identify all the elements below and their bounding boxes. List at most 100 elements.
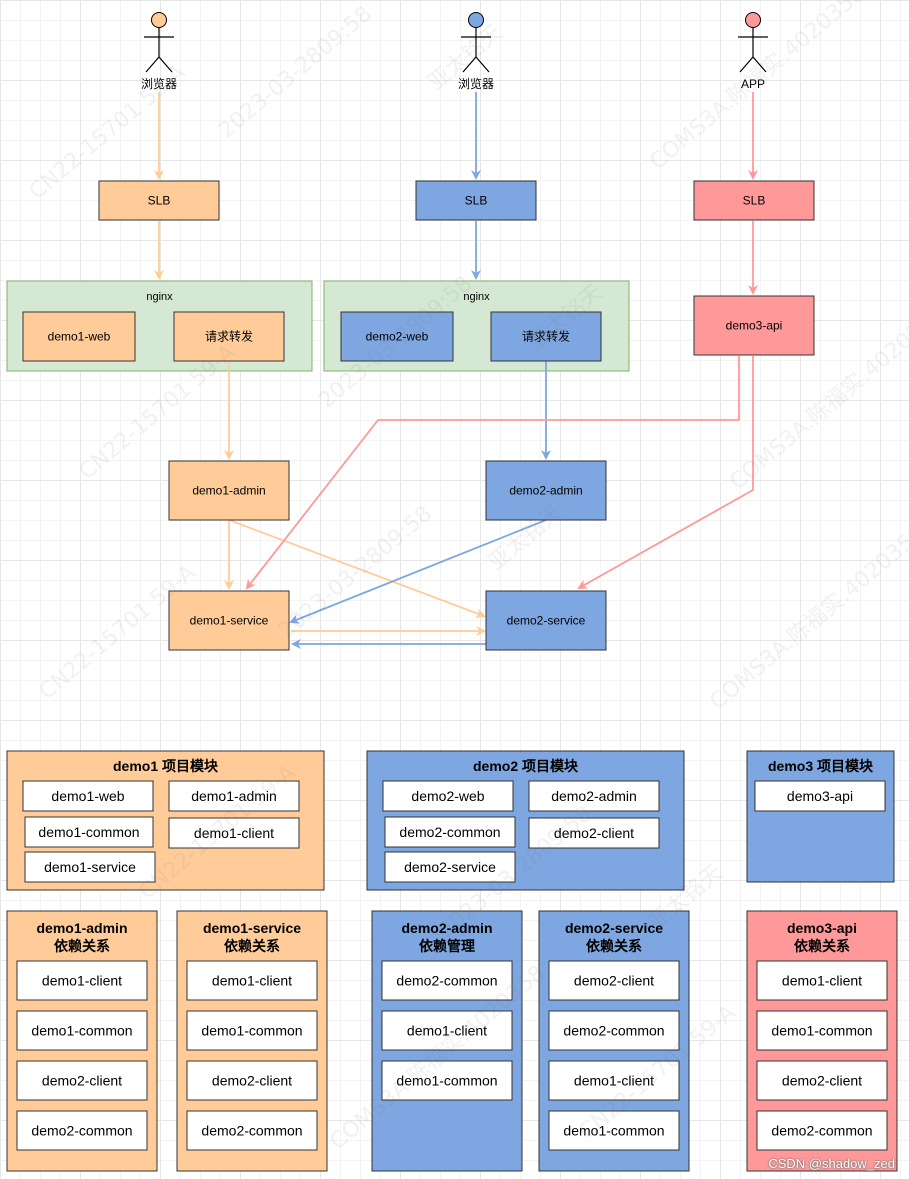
module-item: demo1-admin bbox=[168, 780, 300, 812]
dependency-subtitle: 依赖关系 bbox=[54, 938, 110, 954]
dependency-item: demo2-common bbox=[16, 1110, 148, 1151]
actor-label: APP bbox=[741, 77, 765, 91]
dependency-item-box bbox=[756, 1110, 888, 1151]
demo1-service-deps: demo1-service 依赖关系 demo1-client demo1-commo… bbox=[176, 910, 328, 1172]
module-item-label: demo2-common bbox=[399, 824, 500, 840]
module-item: demo2-web bbox=[382, 780, 514, 812]
actor-head-icon bbox=[745, 12, 761, 28]
actor-label: 浏览器 bbox=[458, 76, 494, 91]
dependency-item-box bbox=[16, 1010, 148, 1051]
dependency-item-box bbox=[548, 1110, 680, 1151]
module-title: demo2 项目模块 bbox=[473, 758, 579, 774]
demo1-service-node: demo1-service bbox=[168, 590, 290, 651]
dependency-title: demo3-api bbox=[787, 920, 857, 936]
node-box bbox=[415, 180, 537, 221]
dependency-item-box bbox=[381, 960, 513, 1001]
dependency-item-label: demo2-common bbox=[563, 1023, 664, 1039]
dependency-item-box bbox=[186, 960, 318, 1001]
module-item: demo2-client bbox=[528, 817, 660, 849]
node-label: 请求转发 bbox=[522, 329, 570, 344]
dependency-title: demo2-service bbox=[565, 920, 663, 936]
dependency-item-label: demo2-client bbox=[574, 973, 654, 989]
module-title: demo3 项目模块 bbox=[768, 758, 874, 774]
dependency-subtitle: 依赖关系 bbox=[224, 938, 280, 954]
node-label: demo1-service bbox=[190, 614, 269, 628]
actor-label: 浏览器 bbox=[141, 76, 177, 91]
node-label: demo1-admin bbox=[192, 484, 265, 498]
dependency-item: demo1-client bbox=[756, 960, 888, 1001]
actor-browser-1: 浏览器 bbox=[141, 12, 177, 91]
dependency-item-box bbox=[381, 1060, 513, 1101]
dependency-item: demo1-client bbox=[186, 960, 318, 1001]
module-item-box bbox=[22, 780, 154, 812]
module-item-box bbox=[528, 817, 660, 849]
module-item-box bbox=[754, 780, 886, 812]
actor-browser-2: 浏览器 bbox=[458, 12, 494, 91]
dependency-item-label: demo1-common bbox=[771, 1023, 872, 1039]
actor-leg-right bbox=[158, 56, 173, 73]
dependency-item: demo1-common bbox=[186, 1010, 318, 1051]
dependency-title: demo1-admin bbox=[36, 920, 127, 936]
dependency-item-label: demo1-client bbox=[407, 1023, 487, 1039]
module-item: demo1-client bbox=[168, 817, 300, 849]
dependency-item-label: demo1-client bbox=[212, 973, 292, 989]
dependency-item: demo1-common bbox=[756, 1010, 888, 1051]
dependency-item-label: demo2-client bbox=[782, 1073, 862, 1089]
module-item: demo2-service bbox=[384, 851, 516, 883]
node-box bbox=[485, 460, 607, 521]
module-item-box bbox=[528, 780, 660, 812]
demo2-admin-deps: demo2-admin依赖管理demo2-commondemo1-clientd… bbox=[371, 910, 523, 1172]
dependency-item: demo1-common bbox=[16, 1010, 148, 1051]
dependency-item-box bbox=[548, 960, 680, 1001]
module-item-box bbox=[168, 780, 300, 812]
dependency-item-label: demo2-common bbox=[31, 1123, 132, 1139]
node-label: demo2-admin bbox=[509, 484, 582, 498]
dependency-title: demo1-service bbox=[203, 920, 301, 936]
demo1-admin-deps: demo1-admin依赖关系demo1-clientdemo1-commond… bbox=[6, 910, 158, 1172]
module-item-label: demo2-client bbox=[554, 825, 634, 841]
dependency-item: demo1-common bbox=[381, 1060, 513, 1101]
module-item-label: demo2-admin bbox=[551, 788, 637, 804]
node-label: demo3-api bbox=[726, 319, 783, 333]
container-label: nginx bbox=[463, 291, 490, 303]
module-title: demo1 项目模块 bbox=[113, 758, 219, 774]
demo1-admin-node: demo1-admin bbox=[168, 460, 290, 521]
dependency-item-box bbox=[548, 1010, 680, 1051]
module-box bbox=[746, 750, 895, 883]
edge-arrow-e12 bbox=[245, 356, 740, 590]
dependency-item: demo2-common bbox=[381, 960, 513, 1001]
dependency-item: demo2-client bbox=[548, 960, 680, 1001]
module-item-label: demo1-web bbox=[51, 788, 124, 804]
actor-leg-right bbox=[752, 56, 767, 73]
actor-leg-left bbox=[462, 56, 477, 73]
dependency-subtitle: 依赖管理 bbox=[419, 938, 475, 954]
dependency-item-box bbox=[548, 1060, 680, 1101]
node-label: SLB bbox=[743, 194, 766, 208]
dependency-item-box bbox=[756, 960, 888, 1001]
demo3-api-node: demo3-api bbox=[693, 295, 815, 356]
slb-1: SLB bbox=[98, 180, 220, 221]
dependency-item-label: demo1-common bbox=[31, 1023, 132, 1039]
dependency-item-box bbox=[16, 960, 148, 1001]
dependency-item: demo2-common bbox=[186, 1110, 318, 1151]
dependency-item: demo2-client bbox=[16, 1060, 148, 1101]
dependency-item: demo1-client bbox=[381, 1010, 513, 1051]
node-box bbox=[168, 460, 290, 521]
module-item-box bbox=[168, 817, 300, 849]
dependency-item-box bbox=[381, 1010, 513, 1051]
module-item-label: demo3-api bbox=[787, 788, 853, 804]
slb-3: SLB bbox=[693, 180, 815, 221]
edge-arrow-e11 bbox=[289, 519, 547, 624]
node-box bbox=[98, 180, 220, 221]
node-box bbox=[693, 180, 815, 221]
module-item: demo1-web bbox=[22, 780, 154, 812]
module-item-label: demo1-client bbox=[194, 825, 274, 841]
demo3-module: demo3 项目模块 demo3-api bbox=[746, 750, 895, 883]
node-box bbox=[173, 311, 285, 362]
edge-arrow-e10 bbox=[228, 519, 486, 618]
demo2-service-node: demo2-service bbox=[485, 590, 607, 651]
node-box bbox=[490, 311, 602, 362]
module-item: demo1-service bbox=[24, 851, 156, 883]
demo2-service-deps: demo2-service依赖关系demo2-clientdemo2-commo… bbox=[538, 910, 690, 1172]
